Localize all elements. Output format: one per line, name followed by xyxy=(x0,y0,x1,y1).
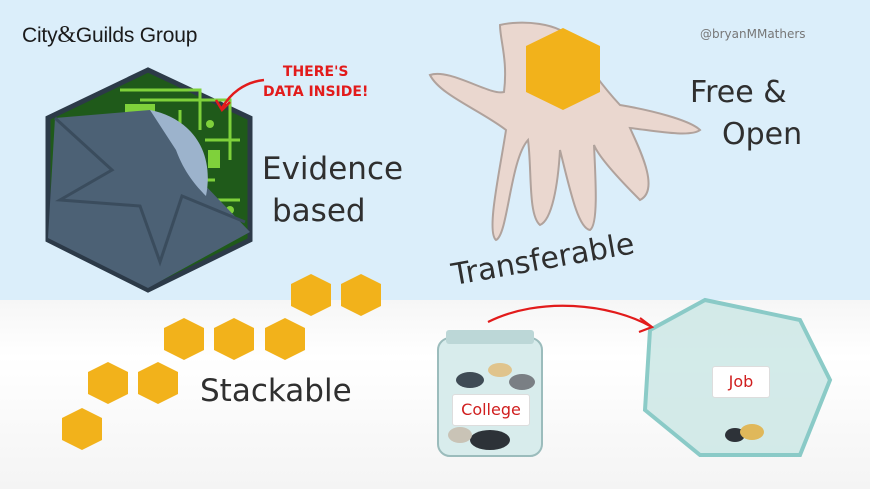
evidence-based-label: Evidence based xyxy=(262,151,404,229)
stackable-hexagons-icon xyxy=(62,274,381,450)
job-label: Job xyxy=(712,366,770,398)
circuit-badge-icon xyxy=(45,67,253,293)
transfer-arrow-icon xyxy=(487,304,651,327)
free-open-label: Free & Open xyxy=(690,75,803,152)
city-guilds-logo: City&Guilds Group xyxy=(22,22,198,48)
stackable-label: Stackable xyxy=(200,373,352,409)
college-label: College xyxy=(452,394,530,426)
college-jar-icon xyxy=(437,330,543,457)
arrow-icon xyxy=(220,78,265,109)
author-handle: @bryanMMathers xyxy=(700,27,806,41)
hand-icon xyxy=(428,21,702,242)
data-inside-label: THERE'S DATA INSIDE! xyxy=(263,64,369,100)
